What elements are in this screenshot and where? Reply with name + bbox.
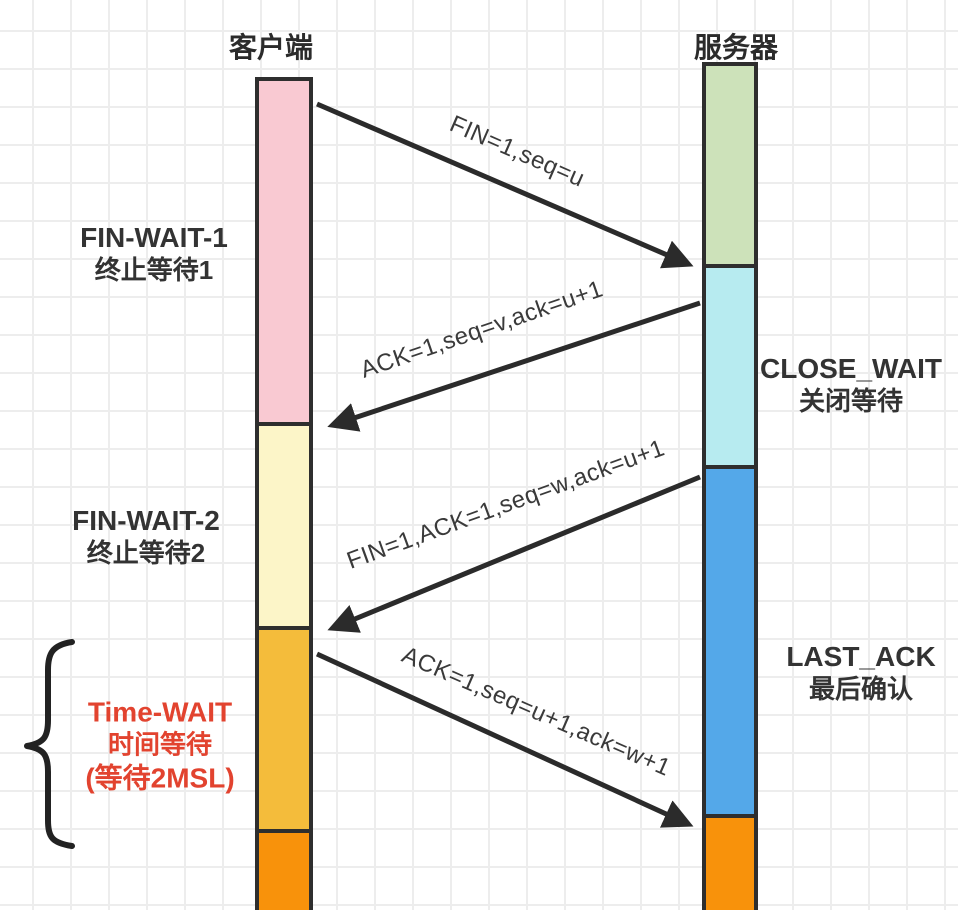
server-lifeline-bar xyxy=(702,62,758,910)
state-time-wait: Time-WAIT 时间等待 (等待2MSL) xyxy=(85,696,234,795)
client-segment-fin-wait-1 xyxy=(259,81,309,426)
state-fin-wait-1-zh: 终止等待1 xyxy=(94,255,214,285)
message-label-ack2: ACK=1,seq=u+1,ack=w+1 xyxy=(397,641,675,782)
state-close-wait-en: CLOSE_WAIT xyxy=(759,353,943,384)
message-label-ack1: ACK=1,seq=v,ack=u+1 xyxy=(357,275,607,384)
state-fin-wait-2-zh: 终止等待2 xyxy=(86,538,206,568)
client-title: 客户端 xyxy=(228,32,314,63)
client-lifeline-bar xyxy=(255,77,313,910)
server-segment-last-ack xyxy=(706,469,754,818)
state-fin-wait-1: FIN-WAIT-1 终止等待1 xyxy=(80,221,228,287)
client-segment-time-wait xyxy=(259,630,309,833)
state-last-ack-en: LAST_ACK xyxy=(786,641,936,672)
state-time-wait-en: Time-WAIT xyxy=(87,696,233,728)
server-segment-close-wait xyxy=(706,268,754,469)
state-fin-wait-1-en: FIN-WAIT-1 xyxy=(80,222,228,253)
state-last-ack: LAST_ACK 最后确认 xyxy=(786,640,935,706)
client-segment-fin-wait-2 xyxy=(259,426,309,630)
state-last-ack-zh: 最后确认 xyxy=(808,674,913,704)
message-label-fin: FIN=1,seq=u xyxy=(445,110,589,193)
state-close-wait-zh: 关闭等待 xyxy=(798,386,904,416)
time-wait-brace xyxy=(24,639,75,849)
state-fin-wait-2-en: FIN-WAIT-2 xyxy=(72,505,220,536)
state-time-wait-note: (等待2MSL) xyxy=(85,762,235,794)
server-segment-closed xyxy=(706,818,754,910)
message-label-fin-ack: FIN=1,ACK=1,seq=w,ack=u+1 xyxy=(343,434,669,575)
state-time-wait-zh: 时间等待 xyxy=(107,729,213,760)
server-title: 服务器 xyxy=(693,32,779,63)
state-close-wait: CLOSE_WAIT 关闭等待 xyxy=(760,352,942,418)
state-fin-wait-2: FIN-WAIT-2 终止等待2 xyxy=(72,504,220,570)
server-segment-established xyxy=(706,66,754,268)
client-segment-closed xyxy=(259,833,309,910)
arrow-fin xyxy=(316,101,694,269)
